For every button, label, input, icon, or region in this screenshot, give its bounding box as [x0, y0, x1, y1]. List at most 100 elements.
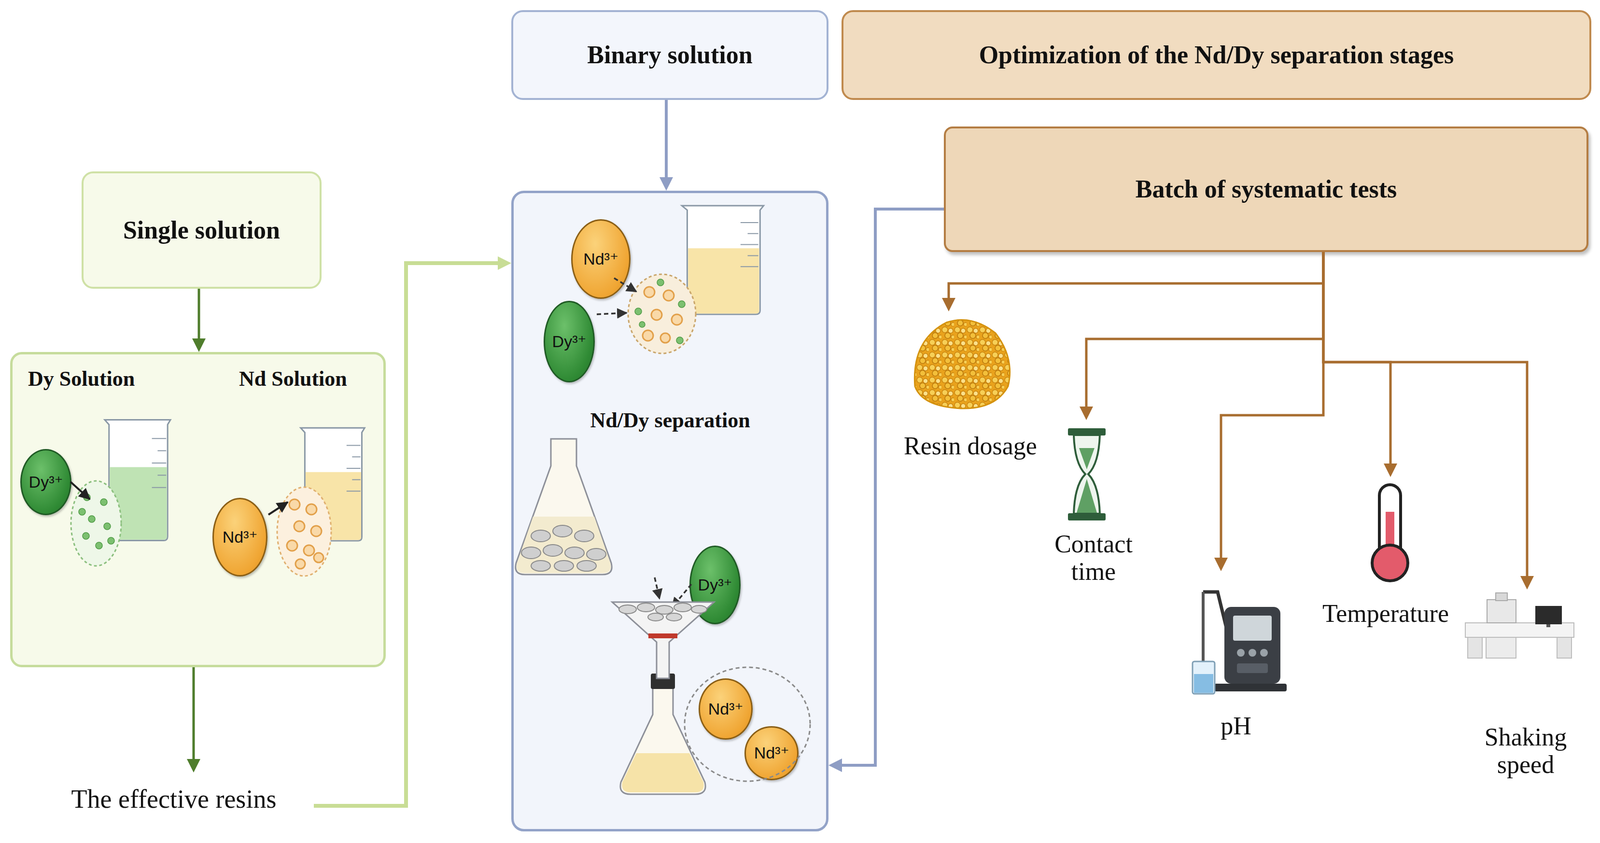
connector	[1214, 252, 1324, 572]
meter-button	[1260, 648, 1268, 657]
result-node: The effective resins	[33, 772, 314, 826]
arrow-head	[1520, 575, 1534, 590]
process-box: Batch of systematic tests	[943, 126, 1589, 253]
connector-line	[840, 209, 944, 766]
electrode-arm	[1203, 591, 1227, 628]
connector	[186, 667, 201, 773]
arrow-head	[828, 758, 843, 772]
desk-leg	[1467, 637, 1483, 659]
connector-line	[1086, 252, 1324, 409]
hourglass-cap	[1067, 513, 1106, 521]
meter-screen	[1233, 615, 1272, 641]
shaker-icon	[1465, 592, 1574, 659]
node-text: Nd³⁺	[583, 250, 619, 268]
node-text: Nd Solution	[238, 366, 384, 392]
experiment-panel: Dy Solution Nd SolutionDy³⁺ Nd³⁺	[10, 351, 386, 668]
sample-beaker	[1192, 661, 1215, 694]
node-text: Dy³⁺	[698, 575, 733, 594]
input-box: Single solution	[81, 171, 322, 289]
arrow-head	[186, 758, 201, 773]
arrow-head	[659, 177, 674, 191]
node-text: Contact time	[1038, 530, 1150, 586]
node-text: Optimization of the Nd/Dy separation sta…	[979, 40, 1455, 70]
arrow-head	[1079, 406, 1094, 421]
ion-oval: Nd³⁺	[744, 726, 799, 781]
arrow-head	[1383, 463, 1398, 478]
node-text: Dy Solution	[28, 366, 183, 392]
monitor-stand	[1546, 624, 1551, 628]
meter-body	[1224, 606, 1281, 684]
connector	[192, 288, 206, 352]
hourglass-sand	[1079, 448, 1095, 470]
ion-oval: Dy³⁺	[689, 545, 741, 625]
parameter-node: Temperature	[1303, 477, 1468, 632]
node-text: Resin dosage	[893, 432, 1048, 460]
instrument-body	[1487, 599, 1516, 623]
connector	[1323, 252, 1398, 478]
node-text: Single solution	[123, 215, 281, 245]
node-text: Shaking speed	[1462, 723, 1589, 779]
desk	[1465, 622, 1574, 638]
node-text: Nd³⁺	[708, 700, 744, 718]
thermometer-bulb	[1372, 545, 1408, 581]
experiment-panel: Nd/Dy separationNd³⁺Dy³⁺Dy³⁺Nd³⁺Nd³⁺	[511, 190, 829, 832]
connector-line	[664, 99, 668, 180]
hourglass-glass	[1073, 435, 1100, 514]
arrow-head	[497, 256, 512, 270]
parameter-node: Contact time	[1038, 420, 1150, 585]
ion-oval: Dy³⁺	[543, 300, 595, 383]
connector-line	[192, 667, 196, 761]
desk-leg	[1557, 637, 1572, 659]
arrow-head	[192, 338, 206, 352]
thermometer-tube	[1379, 484, 1401, 562]
meter-keypad	[1236, 663, 1268, 674]
hourglass-cap	[1067, 428, 1106, 436]
meter-base	[1214, 683, 1287, 692]
ion-oval: Nd³⁺	[698, 678, 753, 740]
sample-liquid	[1193, 673, 1214, 693]
thermometer-column	[1385, 511, 1395, 565]
node-text: Batch of systematic tests	[1135, 174, 1398, 204]
connector	[659, 99, 674, 191]
header-box: Optimization of the Nd/Dy separation sta…	[841, 10, 1592, 100]
ion-oval: Nd³⁺	[212, 497, 268, 577]
meter-button	[1236, 648, 1245, 657]
connector	[1323, 252, 1534, 590]
node-text: Binary solution	[587, 40, 753, 70]
parameter-node: Resin dosage	[893, 311, 1048, 466]
resin-pile	[914, 319, 1010, 409]
connector-line	[197, 288, 201, 341]
ph-meter-icon	[1192, 591, 1287, 694]
connector-line	[1323, 252, 1528, 578]
arrow-head	[941, 297, 956, 312]
monitor	[1535, 605, 1562, 625]
parameter-node: Shaking speed	[1462, 589, 1589, 783]
electrode	[1201, 591, 1205, 679]
node-text: Nd³⁺	[222, 528, 258, 547]
cabinet	[1486, 637, 1516, 659]
node-text: Nd/Dy separation	[513, 408, 827, 434]
connector	[941, 252, 1324, 312]
ion-oval: Dy³⁺	[20, 449, 72, 516]
input-box: Binary solution	[511, 10, 829, 100]
instrument-top	[1495, 592, 1508, 601]
node-text: Dy³⁺	[28, 473, 64, 492]
node-text: Dy³⁺	[552, 332, 587, 351]
meter-button	[1248, 648, 1257, 657]
thermometer-icon	[1372, 484, 1408, 581]
node-text: Nd³⁺	[754, 743, 790, 762]
connector-line	[1323, 252, 1391, 466]
node-text: The effective resins	[71, 784, 277, 815]
node-text: pH	[1178, 712, 1294, 740]
parameter-node: pH	[1178, 571, 1294, 745]
arrow-head	[1214, 557, 1228, 572]
ion-oval: Nd³⁺	[571, 219, 631, 299]
connector	[1079, 252, 1324, 421]
hourglass-icon	[1067, 428, 1106, 521]
connector-line	[1221, 252, 1324, 560]
node-text: Temperature	[1303, 599, 1468, 628]
connector-line	[948, 252, 1324, 300]
connector	[828, 209, 944, 772]
hourglass-sand	[1076, 478, 1097, 513]
